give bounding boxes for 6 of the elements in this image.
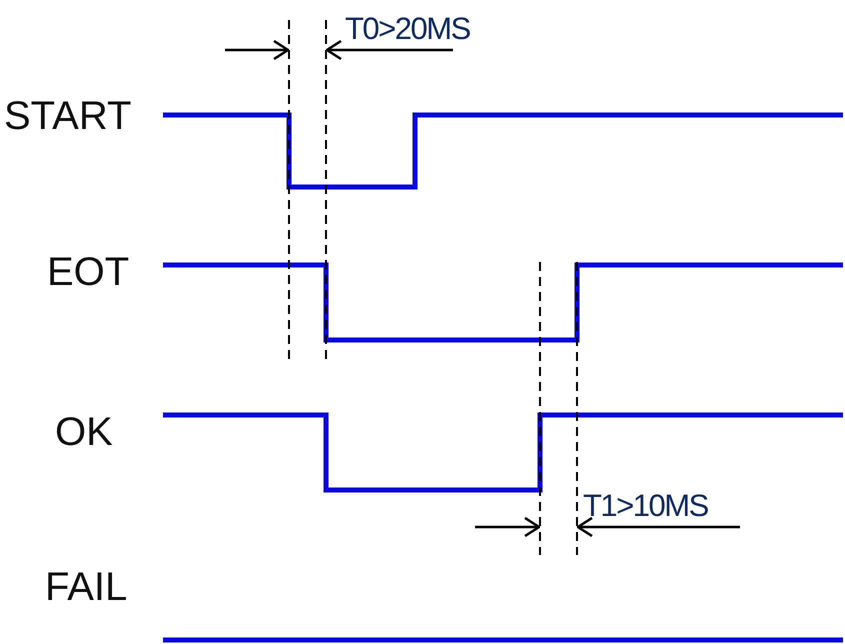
signal-name: FAIL	[45, 567, 128, 607]
timing-label: T0>20MS	[345, 13, 470, 44]
signal-name: OK	[55, 412, 113, 452]
signal-name: EOT	[47, 252, 130, 292]
signal-name: START	[4, 96, 132, 136]
timing-label: T1>10MS	[583, 490, 708, 521]
